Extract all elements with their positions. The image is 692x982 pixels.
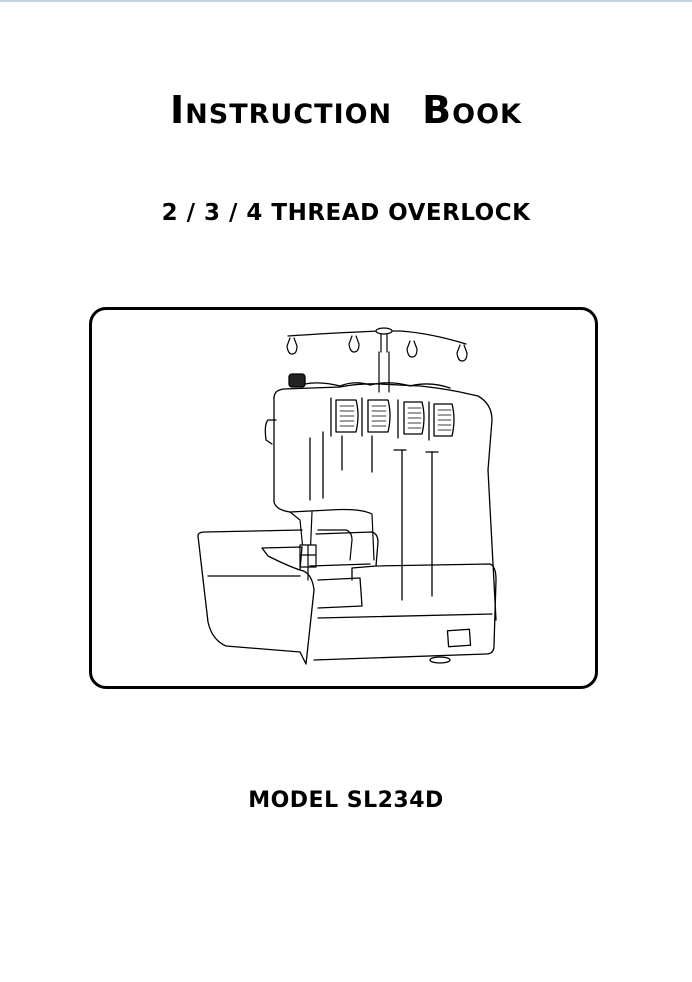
top-border-strip: [0, 0, 692, 2]
thread-stand-icon: [286, 327, 468, 393]
document-subtitle: 2 / 3 / 4 THREAD OVERLOCK: [161, 200, 531, 226]
machine-upper-body: [264, 373, 497, 621]
title-initial-b: B: [422, 88, 453, 132]
title-word-book: OOK: [452, 99, 522, 130]
machine-base: [197, 529, 497, 665]
document-title: INSTRUCTION BOOK: [0, 88, 692, 132]
model-number: MODEL SL234D: [248, 788, 444, 813]
title-initial-i: I: [170, 88, 186, 132]
title-word-instruction: NSTRUCTION: [185, 99, 393, 130]
tension-dials-icon: [335, 399, 455, 437]
needle-area: [289, 508, 375, 581]
illustration-frame: [89, 307, 598, 689]
